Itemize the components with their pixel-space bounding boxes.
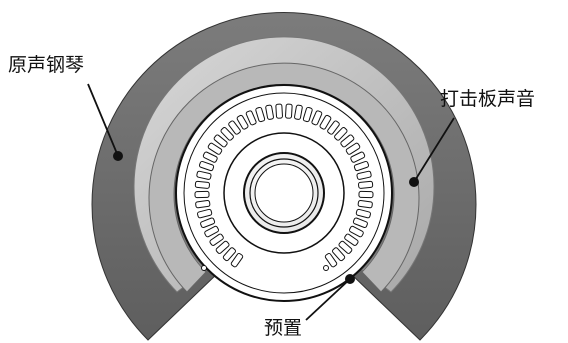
callout-marker-bottom xyxy=(345,274,355,284)
callout-line-bottom xyxy=(305,278,351,321)
dial-segment xyxy=(349,225,364,238)
dial-segment xyxy=(222,247,236,262)
dial-segment xyxy=(194,190,210,199)
dial-segment xyxy=(352,217,368,229)
dial-segment xyxy=(350,151,366,163)
dial-segment xyxy=(196,170,212,180)
callout-line-left xyxy=(87,83,119,157)
dial-segment xyxy=(220,127,234,141)
dial-segment xyxy=(200,217,216,229)
dial-segment xyxy=(213,134,228,148)
dial-segment xyxy=(294,104,303,120)
dial-segment xyxy=(275,103,283,119)
dial-face-inner-border xyxy=(183,92,385,294)
dial-segment xyxy=(356,170,372,180)
dial-segment xyxy=(236,114,249,130)
label-percussion-pad-sound: 打击板声音 xyxy=(440,88,536,110)
dial-segment xyxy=(338,240,353,254)
callout-marker-right xyxy=(409,177,419,187)
dial-segment xyxy=(197,208,213,219)
callout-marker-left xyxy=(113,151,123,161)
center-knob-ring-2 xyxy=(249,158,319,228)
notch-right xyxy=(323,265,329,271)
dial-segment xyxy=(198,160,215,172)
dial-segment xyxy=(255,106,266,123)
dial-segment xyxy=(302,106,313,123)
dial-segment xyxy=(332,247,346,262)
dial-segment xyxy=(327,120,340,135)
dial-segment xyxy=(202,151,218,163)
dial-segment xyxy=(285,103,293,119)
dial-segment xyxy=(319,114,332,130)
callout-line-right xyxy=(413,117,455,183)
label-preset: 预置 xyxy=(264,317,303,339)
dial-segment-ring xyxy=(194,103,374,268)
dial-segment xyxy=(265,104,274,120)
dial-segment xyxy=(358,190,374,199)
dial-segment xyxy=(324,253,338,268)
dial-segment xyxy=(355,208,371,219)
dial-segment xyxy=(207,142,223,155)
dial-segment xyxy=(230,253,244,268)
dial-segment xyxy=(228,120,241,135)
dial-segment xyxy=(334,127,348,141)
dial-segment xyxy=(357,199,373,209)
dial-segment xyxy=(353,160,370,172)
dial-segment xyxy=(340,134,355,148)
dial-segment xyxy=(245,110,257,126)
dial-segment xyxy=(358,180,374,189)
dial-segment xyxy=(204,225,219,238)
dial-segment xyxy=(209,233,224,246)
dial-segment xyxy=(345,142,361,155)
dial-segment xyxy=(344,233,359,246)
dial-segment xyxy=(195,199,211,209)
label-acoustic-piano: 原声钢琴 xyxy=(8,54,85,76)
dial-segment xyxy=(311,110,323,126)
center-knob-ring-3 xyxy=(254,163,314,223)
notch-left xyxy=(201,265,207,271)
dial-segment xyxy=(194,180,210,189)
dial-segment xyxy=(215,240,230,254)
